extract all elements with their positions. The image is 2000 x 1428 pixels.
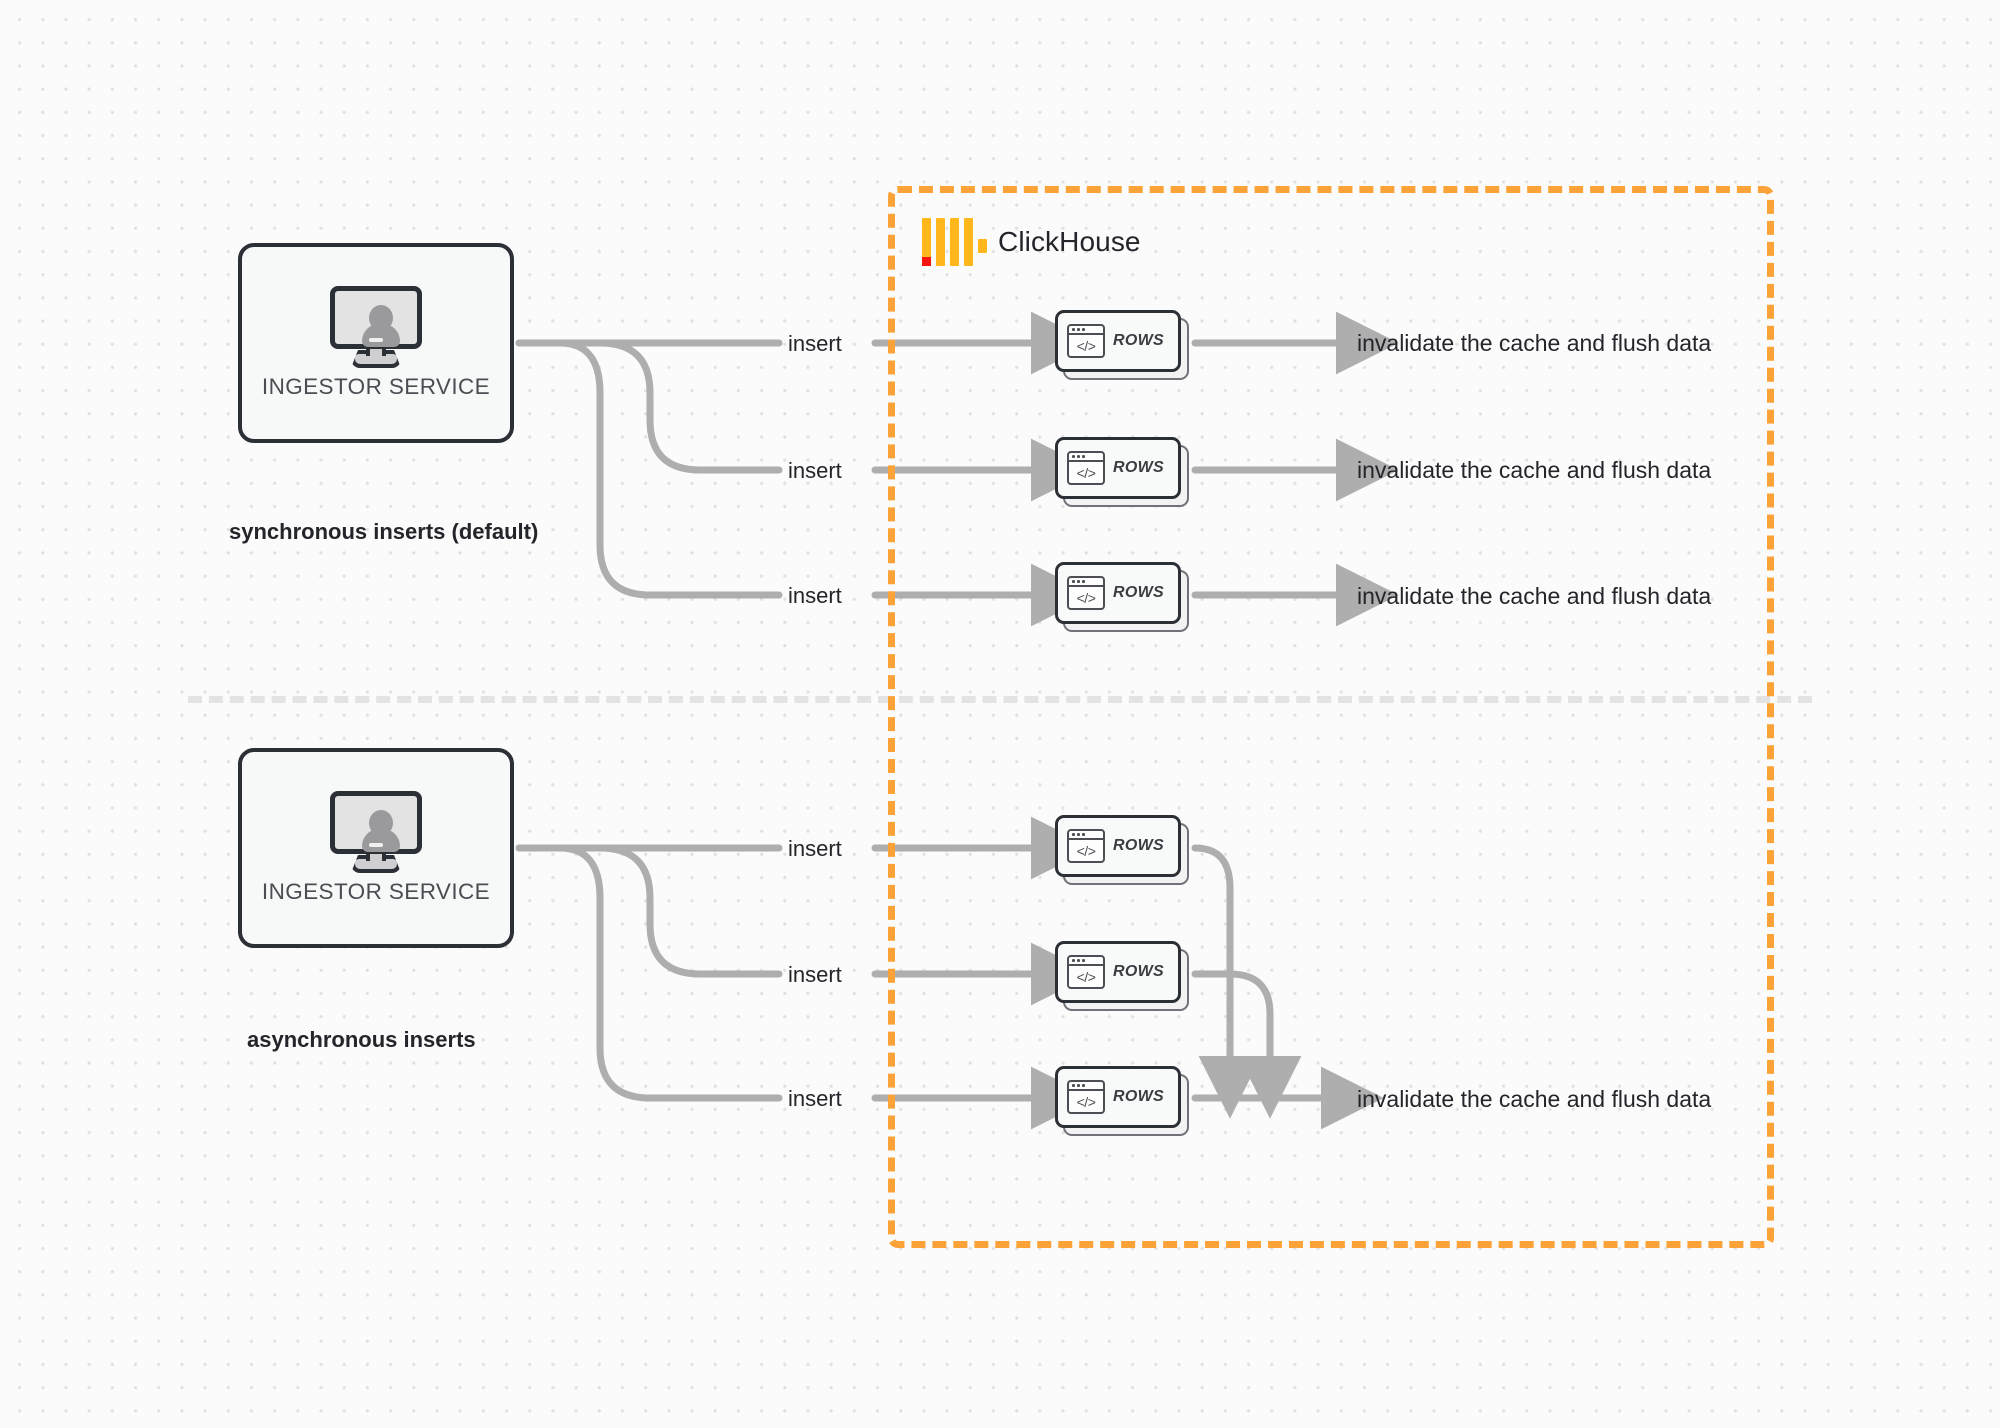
clickhouse-label: ClickHouse <box>998 226 1141 257</box>
rows-card-sync-2[interactable]: </> ROWS <box>1055 437 1189 507</box>
insert-label-sync-1: insert <box>788 331 842 356</box>
code-window-icon: </> <box>1067 576 1105 610</box>
outcome-label-sync-3: invalidate the cache and flush data <box>1357 583 1712 609</box>
code-window-icon: </> <box>1067 1080 1105 1114</box>
outcome-label-async-shared: invalidate the cache and flush data <box>1357 1086 1712 1112</box>
outcome-label-sync-2: invalidate the cache and flush data <box>1357 457 1712 483</box>
clickhouse-logo <box>922 218 987 266</box>
rows-label-sync-3: ROWS <box>1113 584 1164 601</box>
wire-sync-branch-3 <box>556 339 783 599</box>
section-caption-sync: synchronous inserts (default) <box>229 519 539 544</box>
rows-label-sync-2: ROWS <box>1113 459 1164 476</box>
ingestor-service-sync[interactable]: INGESTOR SERVICE <box>238 243 514 443</box>
code-glyph: </> <box>1076 842 1096 859</box>
code-window-icon: </> <box>1067 324 1105 358</box>
code-glyph: </> <box>1076 589 1096 606</box>
insert-label-async-3: insert <box>788 1086 842 1111</box>
insert-label-sync-3: insert <box>788 583 842 608</box>
rows-card-sync-1[interactable]: </> ROWS <box>1055 310 1189 380</box>
rows-label-sync-1: ROWS <box>1113 332 1164 349</box>
clickhouse-boundary <box>888 186 1774 1248</box>
rows-label-async-3: ROWS <box>1113 1088 1164 1105</box>
code-glyph: </> <box>1076 968 1096 985</box>
rows-label-async-2: ROWS <box>1113 963 1164 980</box>
rows-card-async-2[interactable]: </> ROWS <box>1055 941 1189 1011</box>
insert-label-async-2: insert <box>788 962 842 987</box>
rows-card-async-1[interactable]: </> ROWS <box>1055 815 1189 885</box>
wire-async-branch-3 <box>556 844 783 1102</box>
wire-async-branch-2 <box>596 844 783 978</box>
wire-sync-branch-2 <box>596 339 783 474</box>
ingestor-service-label-sync: INGESTOR SERVICE <box>261 374 491 399</box>
monitor-user-icon <box>330 286 422 368</box>
insert-label-async-1: insert <box>788 836 842 861</box>
code-glyph: </> <box>1076 464 1096 481</box>
clickhouse-header: ClickHouse <box>922 218 1141 266</box>
section-divider <box>188 696 1812 703</box>
code-glyph: </> <box>1076 1093 1096 1110</box>
code-glyph: </> <box>1076 337 1096 354</box>
code-window-icon: </> <box>1067 955 1105 989</box>
ingestor-service-async[interactable]: INGESTOR SERVICE <box>238 748 514 948</box>
code-window-icon: </> <box>1067 451 1105 485</box>
outcome-label-sync-1: invalidate the cache and flush data <box>1357 330 1712 356</box>
code-window-icon: </> <box>1067 829 1105 863</box>
monitor-user-icon <box>330 791 422 873</box>
ingestor-service-label-async: INGESTOR SERVICE <box>261 879 491 904</box>
rows-card-sync-3[interactable]: </> ROWS <box>1055 562 1189 632</box>
rows-label-async-1: ROWS <box>1113 837 1164 854</box>
section-caption-async: asynchronous inserts <box>247 1027 476 1052</box>
rows-card-async-3[interactable]: </> ROWS <box>1055 1066 1189 1136</box>
insert-label-sync-2: insert <box>788 458 842 483</box>
